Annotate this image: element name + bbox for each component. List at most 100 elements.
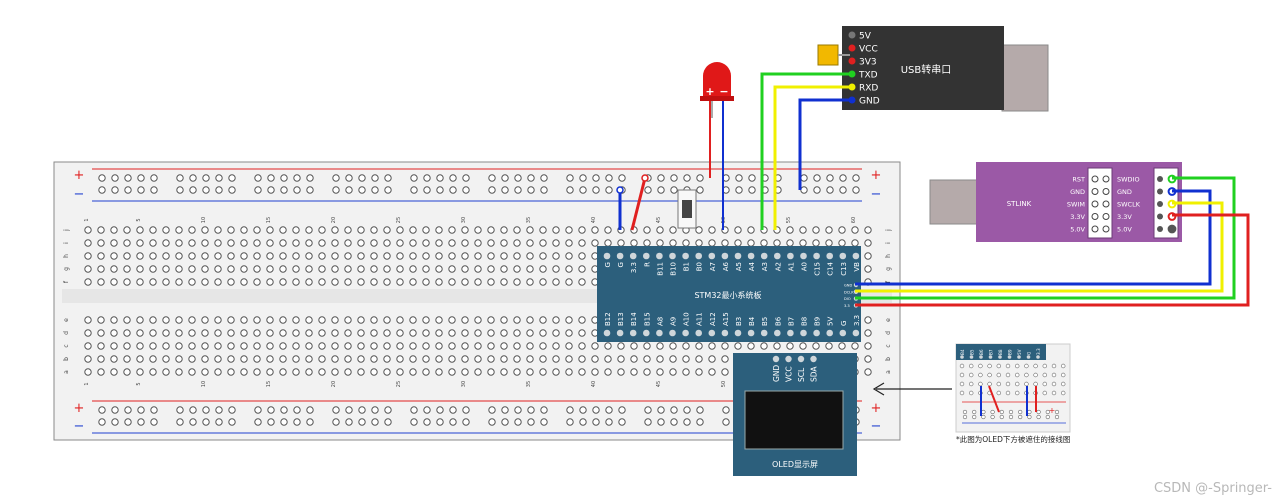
terminal-hole <box>370 329 378 337</box>
stm32-bottom-pin-label: B6 <box>774 316 782 326</box>
terminal-hole <box>266 265 274 273</box>
terminal-hole <box>435 265 443 273</box>
terminal-hole <box>240 329 248 337</box>
jumper-3v3-red <box>630 177 647 231</box>
terminal-hole <box>513 355 521 363</box>
terminal-hole <box>526 239 534 247</box>
stm32-top-pin-label: C13 <box>840 262 848 276</box>
terminal-hole <box>175 316 183 324</box>
terminal-hole <box>539 226 547 234</box>
terminal-hole <box>435 329 443 337</box>
stm32-top-pin-label: C15 <box>814 262 822 276</box>
terminal-hole <box>708 239 716 247</box>
rail-hole <box>189 174 197 182</box>
terminal-hole <box>331 355 339 363</box>
oled-label: OLED显示屏 <box>772 460 818 469</box>
terminal-hole <box>448 278 456 286</box>
terminal-hole <box>149 316 157 324</box>
terminal-hole <box>227 368 235 376</box>
inset-hole <box>996 372 1001 378</box>
stm32-top-pin-label: A6 <box>722 261 730 271</box>
rail-hole <box>605 186 613 194</box>
terminal-hole <box>279 226 287 234</box>
terminal-hole <box>201 329 209 337</box>
rail-hole <box>566 174 574 182</box>
terminal-hole <box>526 252 534 260</box>
inset-hole <box>987 372 992 378</box>
terminal-hole <box>344 278 352 286</box>
stm32-top-pin-hole <box>616 252 624 260</box>
stm32-top-pin-hole <box>747 252 755 260</box>
stm32-bottom-pin-label: A9 <box>670 317 678 326</box>
rail-hole <box>436 418 444 426</box>
terminal-hole <box>279 342 287 350</box>
terminal-hole <box>383 278 391 286</box>
rail-hole <box>605 418 613 426</box>
terminal-hole <box>487 278 495 286</box>
terminal-hole <box>175 226 183 234</box>
terminal-hole <box>383 265 391 273</box>
rail-hole <box>254 186 262 194</box>
row-letter: g <box>63 267 70 271</box>
terminal-hole <box>630 368 638 376</box>
terminal-hole <box>318 278 326 286</box>
terminal-hole <box>110 239 118 247</box>
terminal-hole <box>370 316 378 324</box>
terminal-hole <box>110 252 118 260</box>
stm32-bottom-pin-hole <box>656 329 663 337</box>
rail-hole <box>267 186 275 194</box>
terminal-hole <box>188 368 196 376</box>
inset-rail-hole <box>990 409 995 415</box>
rail-hole <box>735 174 743 182</box>
usb-serial-pin <box>848 83 856 91</box>
terminal-hole <box>539 316 547 324</box>
rail-hole <box>839 174 847 182</box>
terminal-hole <box>422 316 430 324</box>
rail-hole <box>176 186 184 194</box>
terminal-hole <box>162 278 170 286</box>
rail-hole <box>371 406 379 414</box>
terminal-hole <box>240 278 248 286</box>
rail-hole <box>540 418 548 426</box>
rail-hole <box>514 406 522 414</box>
led: + − <box>700 62 734 230</box>
row-letter: a <box>885 370 892 374</box>
terminal-hole <box>331 368 339 376</box>
terminal-hole <box>292 355 300 363</box>
terminal-hole <box>513 226 521 234</box>
stlink-right-label: SWDIO <box>1117 176 1140 184</box>
terminal-hole <box>448 368 456 376</box>
terminal-hole <box>214 278 222 286</box>
terminal-hole <box>201 226 209 234</box>
stm32-bottom-pin-hole <box>643 329 650 337</box>
terminal-hole <box>448 329 456 337</box>
usb-serial-pin-label: 3V3 <box>859 58 877 68</box>
row-letter: g <box>885 267 892 271</box>
rail-hole <box>566 186 574 194</box>
terminal-hole <box>136 342 144 350</box>
terminal-hole <box>279 265 287 273</box>
stm32-top-pin-label: A5 <box>735 262 743 271</box>
rail-minus-bl: − <box>74 419 85 434</box>
rail-hole <box>202 418 210 426</box>
terminal-hole <box>331 342 339 350</box>
terminal-hole <box>409 278 417 286</box>
terminal-hole <box>578 316 586 324</box>
terminal-hole <box>110 342 118 350</box>
terminal-hole <box>825 342 833 350</box>
terminal-hole <box>409 265 417 273</box>
oled-pin-hole <box>810 355 817 363</box>
terminal-hole <box>149 278 157 286</box>
terminal-hole <box>357 329 365 337</box>
rail-hole <box>683 174 691 182</box>
terminal-hole <box>266 252 274 260</box>
terminal-hole <box>188 329 196 337</box>
inset-hole <box>1042 381 1048 387</box>
rail-hole <box>267 418 275 426</box>
terminal-hole <box>97 329 105 337</box>
rail-hole <box>228 186 236 194</box>
rail-hole <box>813 174 821 182</box>
terminal-hole <box>97 368 105 376</box>
